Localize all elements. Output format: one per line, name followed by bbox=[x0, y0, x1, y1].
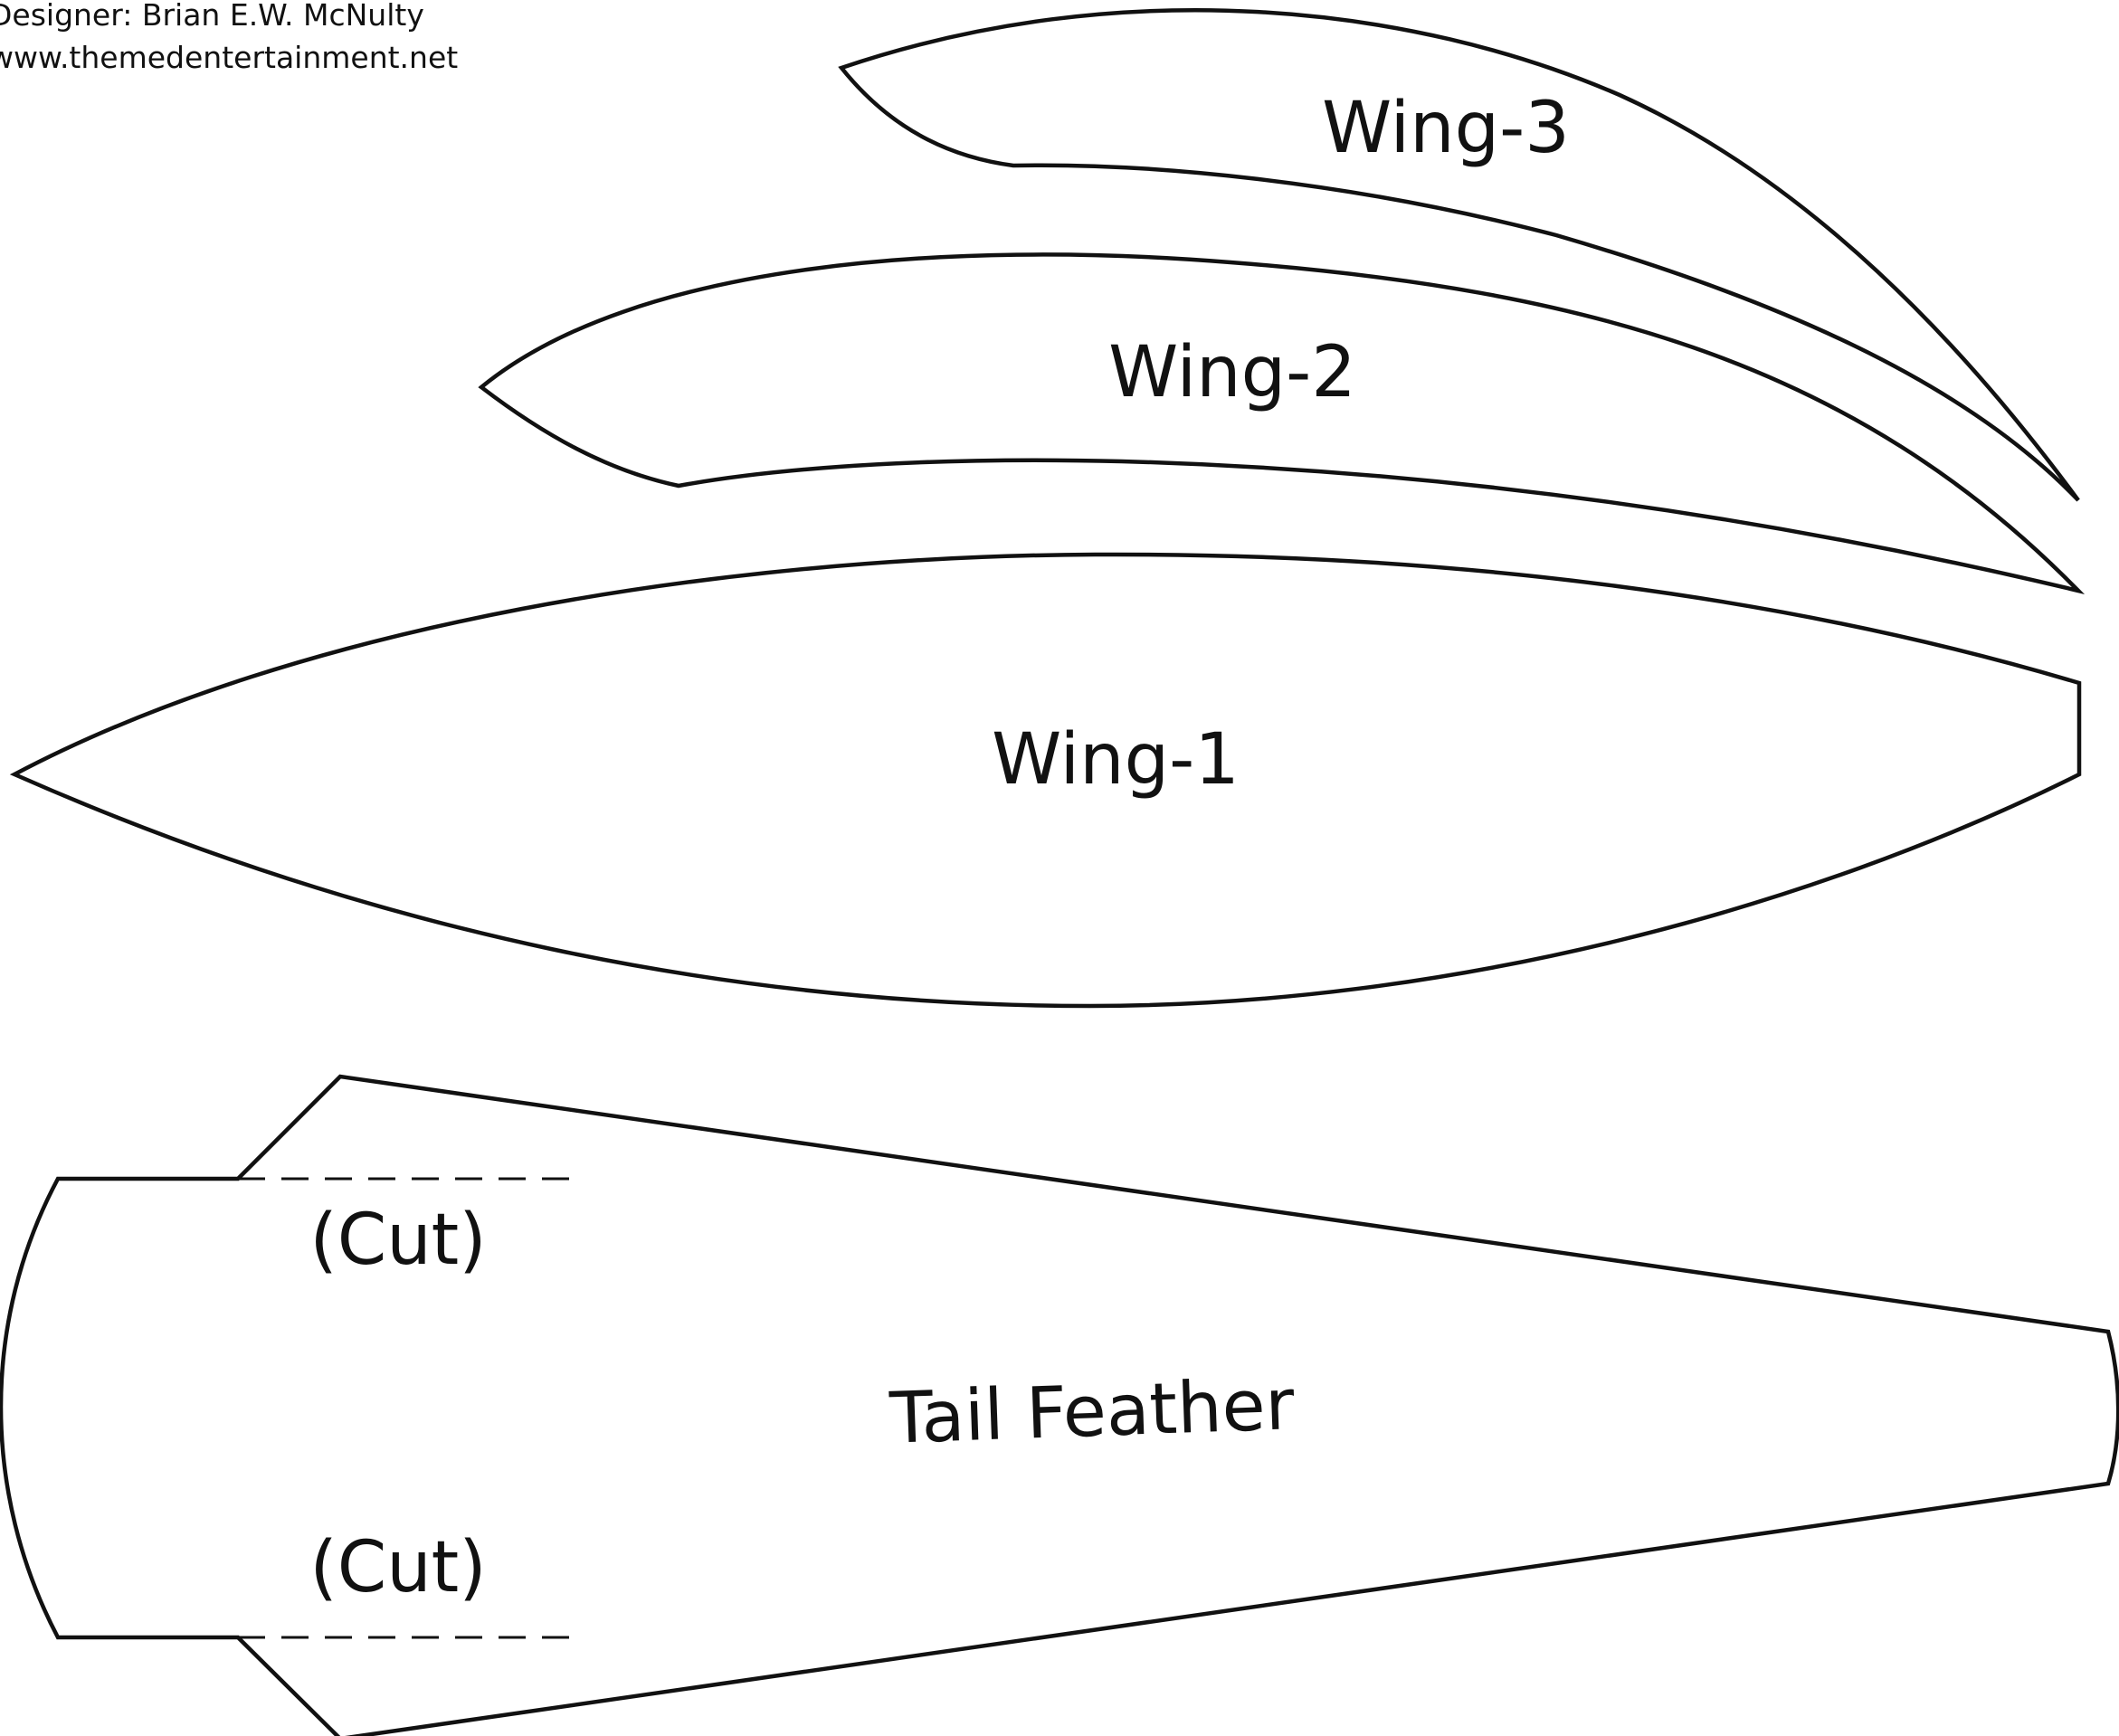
cut-label-bottom: (Cut) bbox=[309, 1527, 486, 1608]
wing-2-label: Wing-2 bbox=[1108, 332, 1356, 413]
cut-label-top: (Cut) bbox=[309, 1200, 486, 1281]
wing-3-outline bbox=[838, 7, 2080, 502]
wing-2-outline bbox=[478, 252, 2086, 595]
website-credit: www.themedentertainment.net bbox=[0, 40, 458, 75]
tail-feather-piece: (Cut) (Cut) Tail Feather bbox=[0, 1074, 2119, 1736]
tail-feather-label: Tail Feather bbox=[888, 1364, 1297, 1460]
wing-3-piece: Wing-3 bbox=[838, 7, 2080, 502]
wing-2-piece: Wing-2 bbox=[478, 252, 2086, 595]
wing-3-label: Wing-3 bbox=[1322, 88, 1570, 169]
designer-credit: Designer: Brian E.W. McNulty bbox=[0, 0, 424, 33]
wing-1-label: Wing-1 bbox=[992, 719, 1240, 801]
tail-feather-outline bbox=[0, 1074, 2119, 1736]
wing-1-outline bbox=[9, 552, 2082, 1009]
wing-1-piece: Wing-1 bbox=[9, 552, 2082, 1009]
